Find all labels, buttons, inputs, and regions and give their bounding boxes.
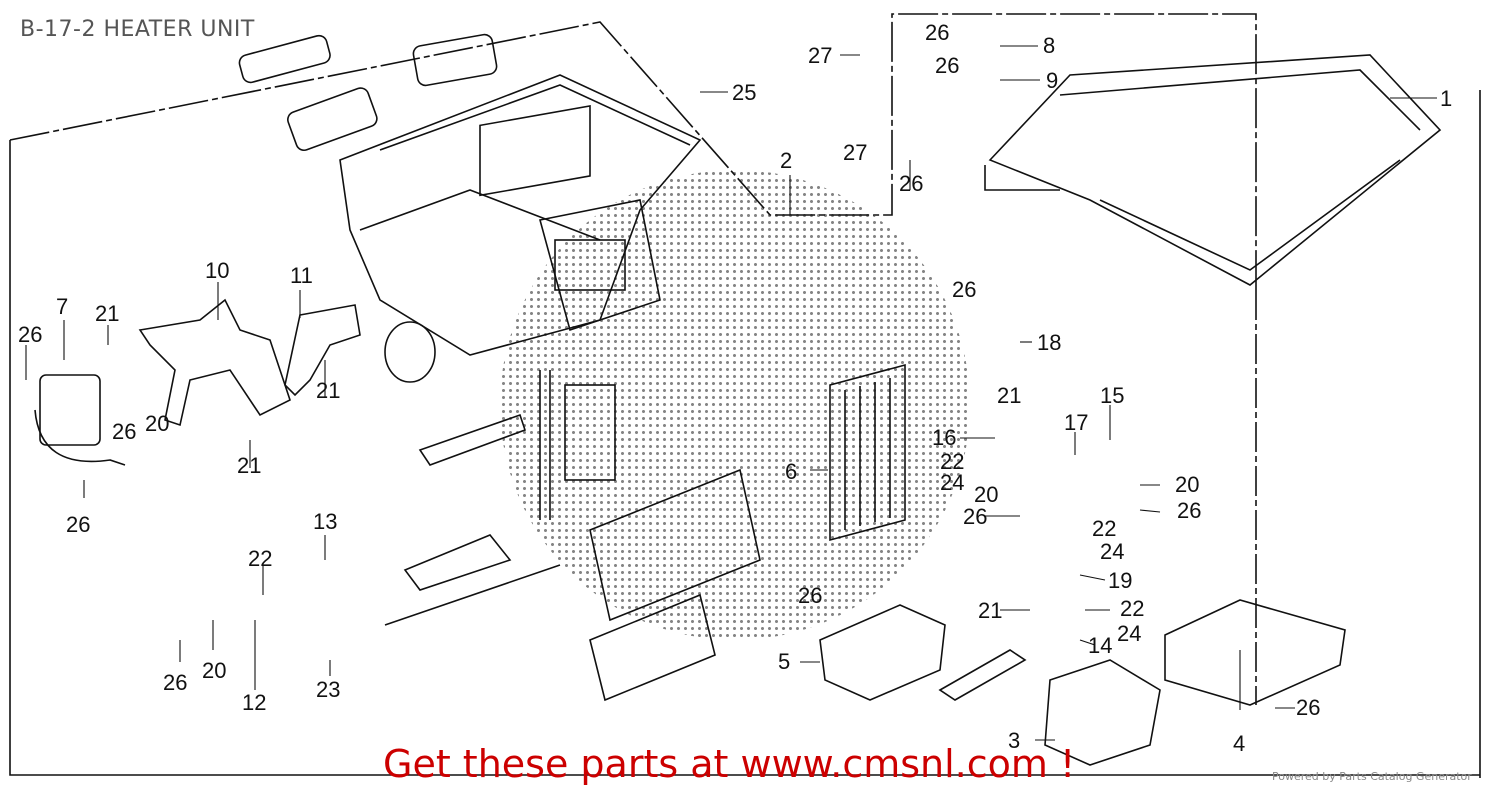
link-part-14 (938, 649, 1027, 701)
part-callout-20[interactable]: 20 (202, 658, 227, 683)
diagram-title: B-17-2 HEATER UNIT (20, 17, 255, 42)
rod (539, 370, 551, 520)
bracket-part-10 (138, 298, 291, 427)
part-callout-24[interactable]: 24 (940, 470, 965, 495)
gasket-1 (238, 34, 331, 84)
part-callout-12[interactable]: 12 (242, 690, 267, 715)
filter-plate (564, 384, 616, 481)
part-callout-7[interactable]: 7 (56, 294, 69, 319)
seal-ring (384, 321, 436, 383)
bottom-boundary-line (9, 140, 1480, 776)
part-callout-26[interactable]: 26 (163, 670, 188, 695)
part-callout-21[interactable]: 21 (997, 383, 1022, 408)
part-callout-25[interactable]: 25 (732, 80, 757, 105)
gasket-3 (287, 87, 378, 152)
background-logo-halftone (500, 170, 970, 640)
part-callout-3[interactable]: 3 (1008, 728, 1021, 753)
part-callout-6[interactable]: 6 (785, 459, 798, 484)
powered-by-credit: Powered by Parts Catalog Generator (1272, 770, 1472, 783)
part-callout-26[interactable]: 26 (112, 419, 137, 444)
part-callout-4[interactable]: 4 (1233, 731, 1246, 756)
part-callout-26[interactable]: 26 (899, 171, 924, 196)
leader-lines (25, 45, 1437, 741)
part-callout-20[interactable]: 20 (1175, 472, 1200, 497)
part-callout-21[interactable]: 21 (316, 378, 341, 403)
part-callout-13[interactable]: 13 (313, 509, 338, 534)
actuator-motor-part-7 (39, 374, 101, 446)
part-callout-27[interactable]: 27 (843, 140, 868, 165)
part-callout-26[interactable]: 26 (1296, 695, 1321, 720)
part-callout-21[interactable]: 21 (95, 301, 120, 326)
part-callout-22[interactable]: 22 (1120, 596, 1145, 621)
heater-core-part-6 (829, 363, 906, 542)
part-callout-2[interactable]: 2 (780, 148, 793, 173)
part-callout-21[interactable]: 21 (237, 453, 262, 478)
part-callout-26[interactable]: 26 (66, 512, 91, 537)
blower-housing-part-5 (819, 604, 946, 701)
long-rod (384, 564, 561, 626)
part-callout-26[interactable]: 26 (952, 277, 977, 302)
part-callout-9[interactable]: 9 (1046, 68, 1059, 93)
part-callout-5[interactable]: 5 (778, 649, 791, 674)
part-callout-26[interactable]: 26 (1177, 498, 1202, 523)
part-callout-21[interactable]: 21 (978, 598, 1003, 623)
part-callout-24[interactable]: 24 (1100, 539, 1125, 564)
part-callout-26[interactable]: 26 (963, 504, 988, 529)
bracket-part-11 (284, 304, 361, 397)
panel-b (589, 593, 716, 702)
part-callout-8[interactable]: 8 (1043, 33, 1056, 58)
part-callout-26[interactable]: 26 (798, 583, 823, 608)
part-callout-20[interactable]: 20 (974, 482, 999, 507)
part-callout-1[interactable]: 1 (1440, 86, 1453, 111)
part-callout-18[interactable]: 18 (1037, 330, 1062, 355)
part-callout-22[interactable]: 22 (940, 449, 965, 474)
part-callout-26[interactable]: 26 (18, 322, 43, 347)
part-callout-23[interactable]: 23 (316, 677, 341, 702)
gasket-2 (412, 33, 498, 87)
part-callout-27[interactable]: 27 (808, 43, 833, 68)
assembly-boundary-line (9, 13, 1257, 290)
tray-part-4 (1164, 599, 1346, 706)
part-callout-26[interactable]: 26 (935, 53, 960, 78)
panel-a (589, 468, 761, 622)
part-callout-20[interactable]: 20 (145, 411, 170, 436)
part-callout-16[interactable]: 16 (932, 425, 957, 450)
duct-part-3 (1044, 659, 1161, 766)
part-callout-22[interactable]: 22 (248, 546, 273, 571)
part-callout-10[interactable]: 10 (205, 258, 230, 283)
part-callout-24[interactable]: 24 (1117, 621, 1142, 646)
part-callout-19[interactable]: 19 (1108, 568, 1133, 593)
part-callout-26[interactable]: 26 (925, 20, 950, 45)
part-callout-11[interactable]: 11 (290, 263, 313, 288)
lever (418, 413, 527, 466)
part-callout-17[interactable]: 17 (1064, 410, 1089, 435)
promo-banner-link[interactable]: Get these parts at www.cmsnl.com ! (383, 742, 1076, 786)
tray (403, 534, 512, 591)
part-callout-14[interactable]: 14 (1088, 633, 1113, 658)
lower-case-part-1 (984, 54, 1442, 286)
part-callout-15[interactable]: 15 (1100, 383, 1125, 408)
heater-case-part-2 (339, 74, 702, 356)
part-callout-22[interactable]: 22 (1092, 516, 1117, 541)
